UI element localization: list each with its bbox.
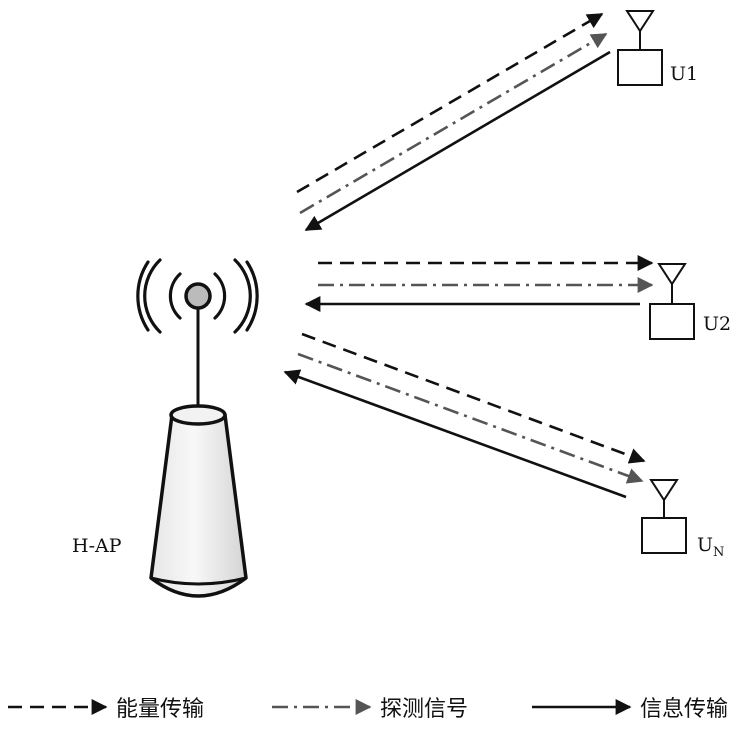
energy-link-u1 xyxy=(297,14,602,192)
legend-info-label: 信息传输 xyxy=(640,697,728,722)
hap-station xyxy=(138,260,257,596)
user-label-n: UN xyxy=(697,534,724,560)
user-terminal-2 xyxy=(650,264,694,339)
tower-body xyxy=(151,415,246,596)
user-label-1: U1 xyxy=(670,63,698,85)
terminal-box xyxy=(618,50,662,85)
legend-probe: 探测信号 xyxy=(272,697,468,722)
terminal-box xyxy=(642,518,686,553)
terminal-box xyxy=(650,304,694,339)
user-label-2: U2 xyxy=(703,313,731,335)
antenna-ball xyxy=(186,284,210,308)
legend-probe-label: 探测信号 xyxy=(380,697,468,722)
user-terminal-n xyxy=(642,480,686,553)
info-link-u1 xyxy=(306,52,610,230)
user-terminal-1 xyxy=(618,11,662,85)
tower-top xyxy=(171,406,225,424)
legend-energy: 能量传输 xyxy=(8,697,204,722)
hap-label: H-AP xyxy=(72,535,122,557)
probe-link-un xyxy=(298,354,642,481)
antenna-icon xyxy=(659,264,685,284)
legend-info: 信息传输 xyxy=(532,697,728,722)
probe-link-u1 xyxy=(300,34,606,213)
antenna-icon xyxy=(651,480,677,500)
legend-energy-label: 能量传输 xyxy=(116,697,204,722)
antenna-icon xyxy=(627,11,653,31)
legend: 能量传输 探测信号 信息传输 xyxy=(8,697,728,722)
